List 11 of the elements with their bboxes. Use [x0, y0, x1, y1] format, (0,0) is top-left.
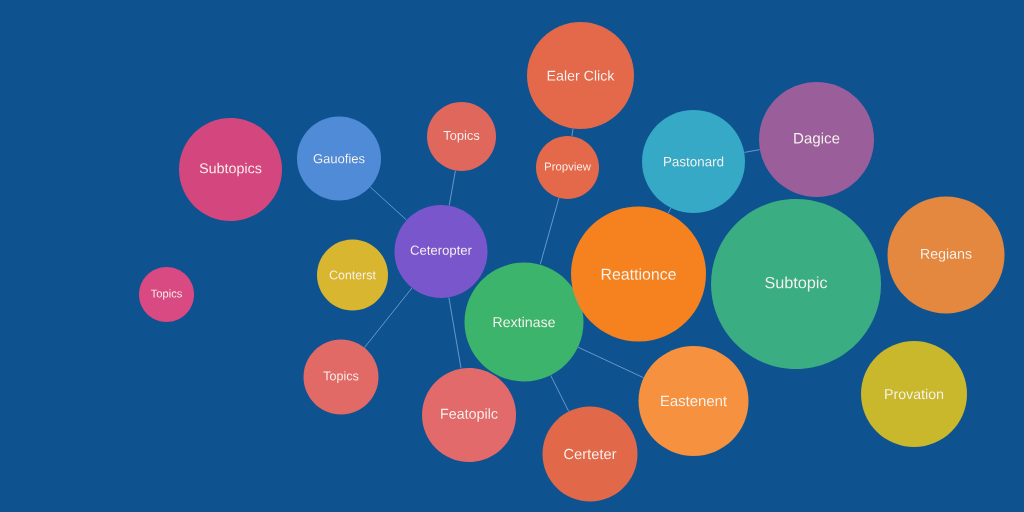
connector-line [448, 297, 462, 369]
connector-line [539, 197, 560, 265]
connector-line [364, 287, 413, 348]
connector-line [571, 128, 574, 137]
connector-line [550, 374, 570, 412]
connector-line [369, 186, 407, 221]
connector-line [667, 207, 672, 214]
connector-line [577, 346, 644, 379]
connector-line [575, 298, 580, 301]
connector-line [448, 170, 456, 206]
connector-line [743, 149, 761, 153]
